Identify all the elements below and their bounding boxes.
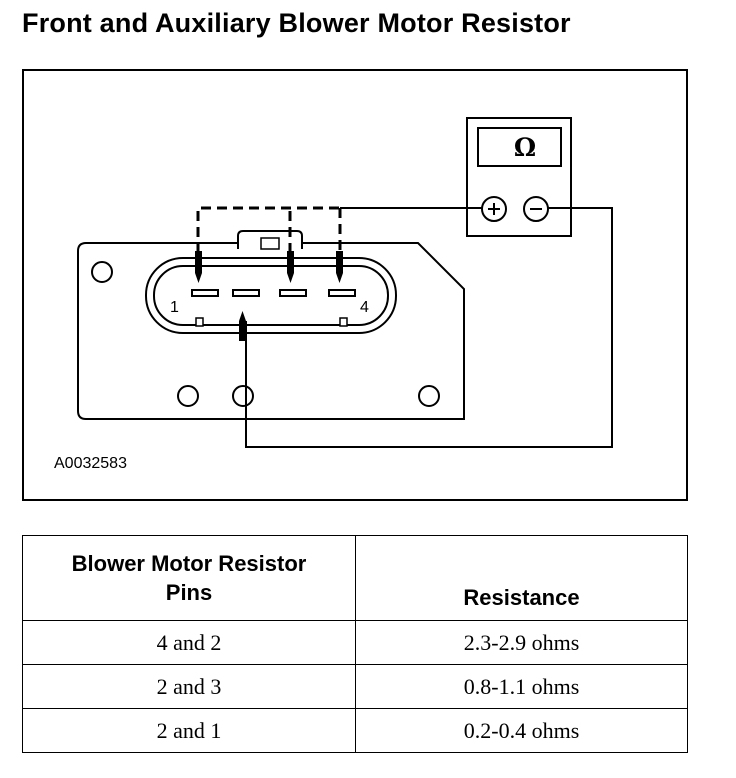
pin-3: [279, 289, 307, 297]
cell-resistance: 0.2-0.4 ohms: [355, 708, 688, 753]
header-pins-line2: Pins: [165, 580, 213, 605]
pin-1: [191, 289, 219, 297]
ohm-icon: Ω: [513, 132, 537, 162]
connector-key-right: [339, 317, 348, 327]
table-row: 2 and 3 0.8-1.1 ohms: [22, 664, 688, 709]
lead-to-minus: [245, 207, 613, 448]
cell-resistance: 2.3-2.9 ohms: [355, 620, 688, 665]
connector-inner: [153, 265, 389, 326]
table-header-row: Blower Motor Resistor Pins Resistance: [22, 535, 688, 621]
ohmmeter-display: [477, 127, 562, 167]
latch-slot: [260, 237, 280, 250]
resistance-spec-table: Blower Motor Resistor Pins Resistance 4 …: [22, 535, 688, 753]
pin-2: [232, 289, 260, 297]
mounting-hole: [177, 385, 199, 407]
cell-resistance: 0.8-1.1 ohms: [355, 664, 688, 709]
probe-pin-1: [195, 251, 202, 283]
header-resistance: Resistance: [355, 535, 688, 621]
probe-pin-4: [336, 251, 343, 283]
pin-label-1: 1: [170, 299, 179, 316]
cell-pins: 4 and 2: [22, 620, 356, 665]
mounting-hole: [91, 261, 113, 283]
table-row: 4 and 2 2.3-2.9 ohms: [22, 620, 688, 665]
figure-id: A0032583: [54, 455, 127, 472]
table-row: 2 and 1 0.2-0.4 ohms: [22, 708, 688, 753]
pin-label-4: 4: [360, 299, 369, 316]
mounting-hole: [418, 385, 440, 407]
connector-key-left: [195, 317, 204, 327]
header-pins-line1: Blower Motor Resistor: [71, 551, 307, 576]
diagram-frame: Ω 1 4 A0032583: [22, 69, 688, 501]
probe-pin-2: [239, 311, 246, 341]
resistor-test-diagram: [77, 117, 613, 448]
pin-4: [328, 289, 356, 297]
probe-pin-3: [287, 251, 294, 283]
dashed-lead-wires: [196, 206, 342, 253]
cell-pins: 2 and 1: [22, 708, 356, 753]
mounting-hole: [232, 385, 254, 407]
page-title: Front and Auxiliary Blower Motor Resisto…: [22, 8, 571, 38]
header-pins: Blower Motor Resistor Pins: [22, 535, 356, 621]
cell-pins: 2 and 3: [22, 664, 356, 709]
